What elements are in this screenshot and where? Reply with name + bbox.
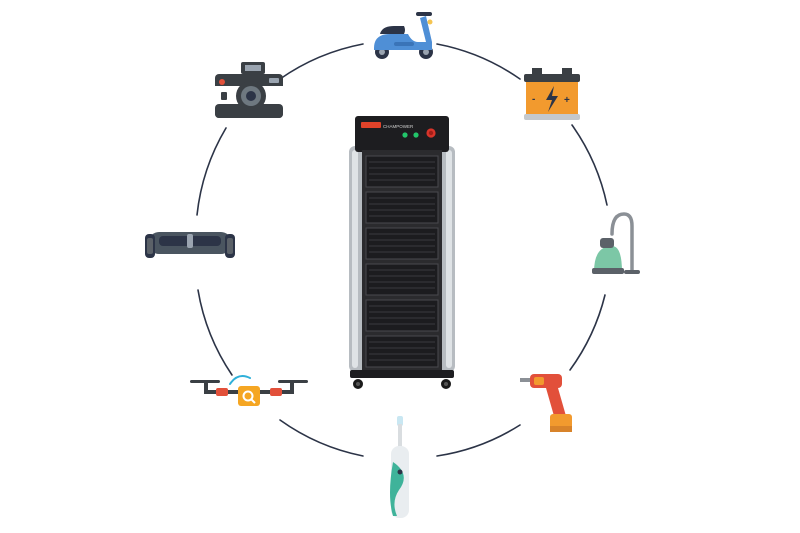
scooter-icon — [374, 12, 433, 59]
battery-slots — [365, 155, 439, 368]
svg-text:+: + — [564, 95, 570, 106]
car-battery-icon: - + — [524, 68, 580, 120]
electric-toothbrush-icon — [390, 416, 409, 518]
ring-arc-top-right — [436, 43, 521, 80]
battery-slot — [365, 263, 439, 296]
status-led-green-2 — [413, 132, 419, 138]
charging-cabinet: CHAMPOWER — [349, 116, 455, 389]
status-led-green — [402, 132, 408, 138]
vacuum-cleaner-icon — [592, 212, 640, 274]
cabinet-base — [350, 370, 454, 378]
battery-slot — [365, 335, 439, 368]
camera-icon — [215, 62, 283, 118]
hoverboard-icon — [145, 232, 235, 258]
battery-slot — [365, 227, 439, 260]
ring-arc-left-upper — [196, 127, 227, 216]
ring-arc-top-left — [279, 43, 364, 80]
cabinet-brand-label: CHAMPOWER — [383, 124, 414, 129]
connection-ring — [196, 43, 608, 457]
ring-arc-right-upper — [571, 124, 608, 206]
battery-slot — [365, 155, 439, 188]
power-drill-icon — [520, 374, 572, 432]
svg-text:-: - — [532, 94, 535, 105]
battery-slot — [365, 191, 439, 224]
drone-icon — [190, 375, 308, 406]
battery-slot — [365, 299, 439, 332]
ring-arc-left-lower — [197, 289, 233, 376]
ring-arc-bottom-right — [436, 424, 521, 457]
ring-arc-right-lower — [569, 294, 606, 371]
ring-arc-bottom-left — [279, 419, 364, 457]
